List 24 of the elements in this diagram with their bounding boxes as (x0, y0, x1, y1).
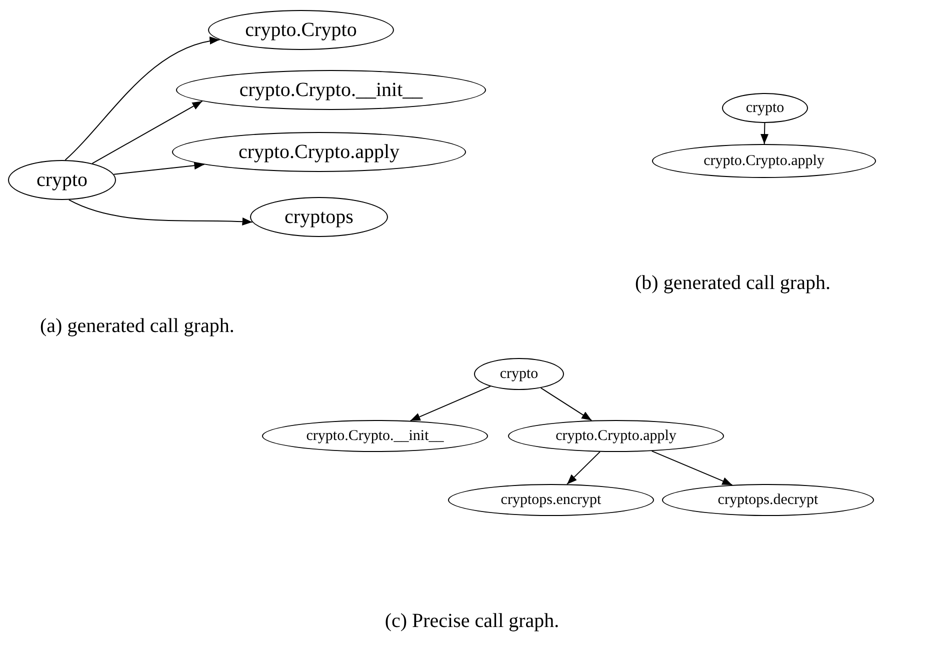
arrow (113, 162, 205, 175)
figure-caption: (a) generated call graph. (40, 315, 234, 338)
figure-caption: (b) generated call graph. (635, 272, 830, 295)
function-node: cryptops.decrypt (662, 484, 874, 516)
arrow (651, 450, 733, 486)
function-node: crypto (8, 160, 116, 200)
arrow (760, 122, 768, 144)
function-node: crypto.Crypto.apply (652, 144, 876, 178)
function-node: cryptops.encrypt (448, 484, 654, 516)
figure-caption: (c) Precise call graph. (384, 610, 560, 633)
function-node: crypto.Crypto.apply (172, 132, 466, 172)
arrow (92, 100, 203, 164)
function-node: crypto.Crypto.apply (508, 420, 724, 452)
function-node: cryptops (250, 197, 388, 237)
arrow (540, 387, 592, 421)
function-node: crypto.Crypto.__init__ (262, 420, 488, 452)
arrow (68, 199, 253, 226)
arrow (64, 37, 220, 161)
function-node: crypto (474, 358, 564, 390)
function-node: crypto.Crypto.__init__ (176, 70, 486, 110)
function-node: crypto.Crypto (208, 10, 394, 50)
function-node: crypto (722, 93, 808, 123)
arrow (410, 386, 491, 422)
arrow (566, 451, 600, 485)
